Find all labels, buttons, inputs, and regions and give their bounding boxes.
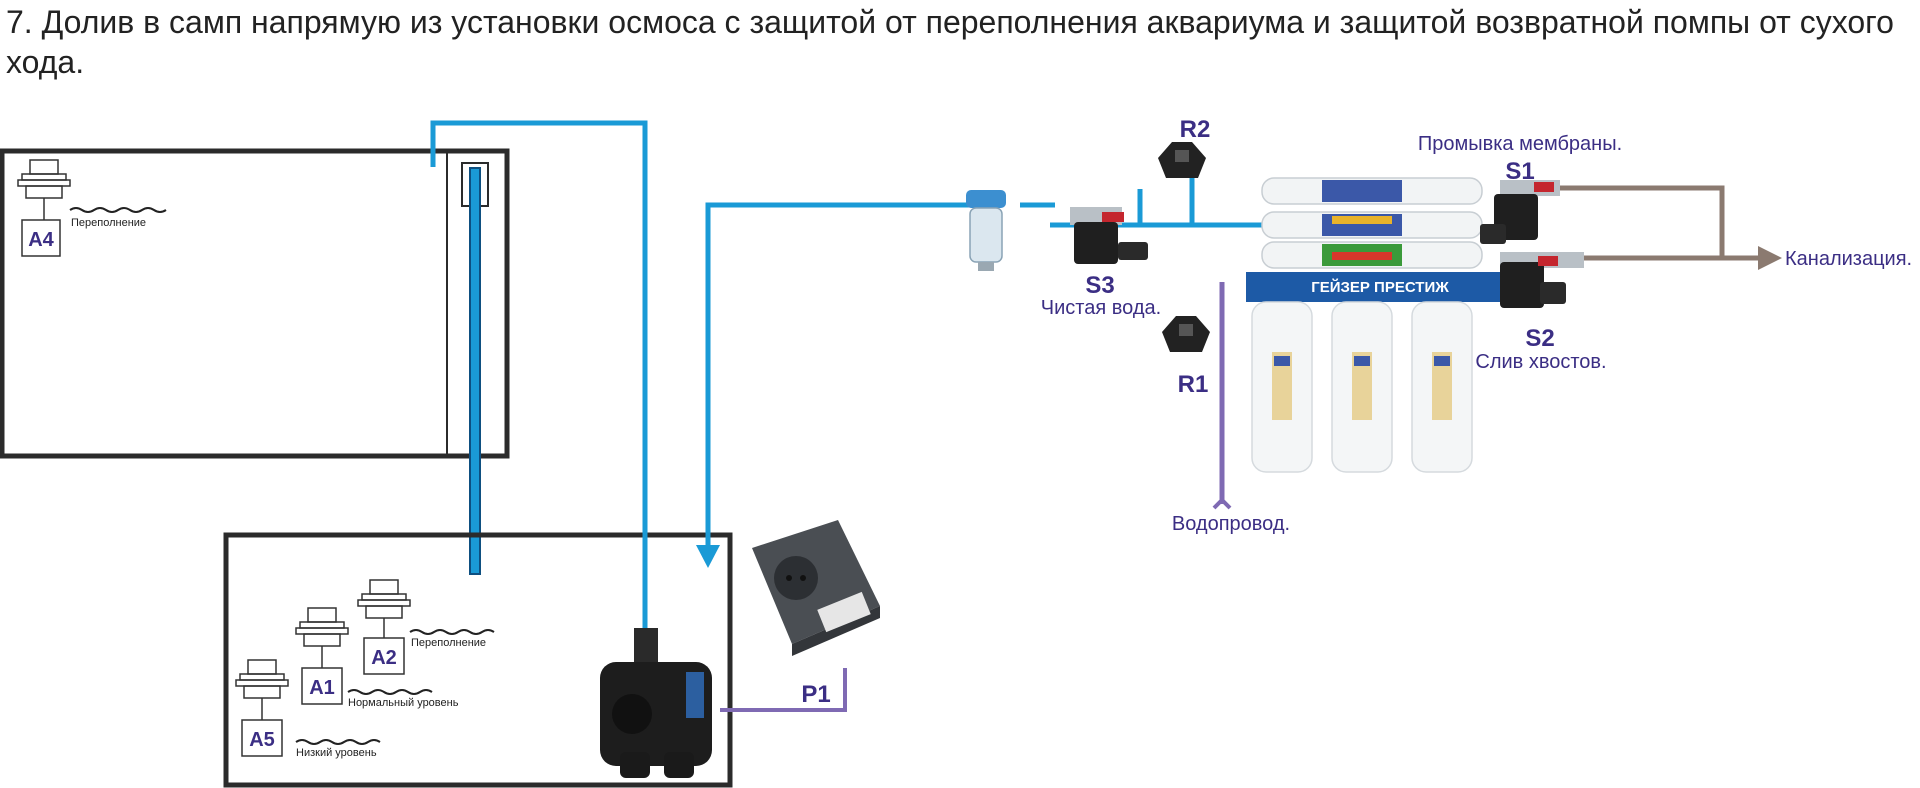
sensor-a4-level-label: Переполнение [71, 217, 146, 229]
regulator-r2 [1158, 142, 1206, 178]
regulator-r1-label: R1 [1178, 371, 1209, 398]
sensor-a2-label: A2 [371, 647, 397, 669]
drain-line [1560, 185, 1782, 270]
valve-s2-label: S2 [1525, 325, 1554, 352]
pump-cable [720, 668, 847, 712]
page-title: 7. Долив в самп напрямую из установки ос… [6, 4, 1894, 80]
sensor-a4-label: A4 [28, 229, 54, 251]
sensor-a1-label: A1 [309, 677, 335, 699]
prefilter [966, 190, 1006, 271]
tap-water-label: Водопровод. [1172, 513, 1290, 535]
valve-s2 [1500, 252, 1584, 308]
sensor-a1: A1 Нормальный уровень [295, 607, 459, 709]
overflow-drain-pipe [469, 167, 481, 575]
regulator-r1 [1162, 316, 1210, 352]
sensor-a5-level-label: Низкий уровень [296, 747, 377, 759]
sensor-a5: A5 Низкий уровень [235, 659, 381, 759]
sensor-a1-level-label: Нормальный уровень [348, 697, 459, 709]
valve-s3-caption: Чистая вода. [1041, 297, 1161, 319]
pump-label: P1 [801, 681, 830, 708]
filter-brand-label: ГЕЙЗЕР ПРЕСТИЖ [1311, 278, 1449, 296]
pump-controller [752, 520, 880, 656]
main-tank [0, 148, 510, 459]
water-flow-arrow [696, 545, 720, 568]
sump-tank [223, 532, 733, 788]
return-line [430, 120, 648, 628]
regulator-r2-label: R2 [1180, 116, 1211, 143]
valve-s3 [1070, 207, 1148, 264]
valve-s1 [1480, 180, 1560, 244]
sensor-a2-level-label: Переполнение [411, 637, 486, 649]
sensor-a5-label: A5 [249, 729, 275, 751]
valve-s1-caption: Промывка мембраны. [1418, 133, 1622, 155]
sensor-a4: A4 Переполнение [17, 159, 167, 257]
tap-water-line [1212, 282, 1232, 510]
valve-s3-label: S3 [1085, 272, 1114, 299]
drain-arrow [1758, 246, 1782, 270]
valve-s1-label: S1 [1505, 158, 1534, 185]
valve-s2-caption: Слив хвостов. [1475, 351, 1606, 373]
return-pump [600, 628, 712, 778]
drain-label: Канализация. [1785, 248, 1912, 270]
ro-filter-unit: ГЕЙЗЕР ПРЕСТИЖ [1246, 177, 1504, 473]
sensor-a2: A2 Переполнение [357, 579, 495, 675]
